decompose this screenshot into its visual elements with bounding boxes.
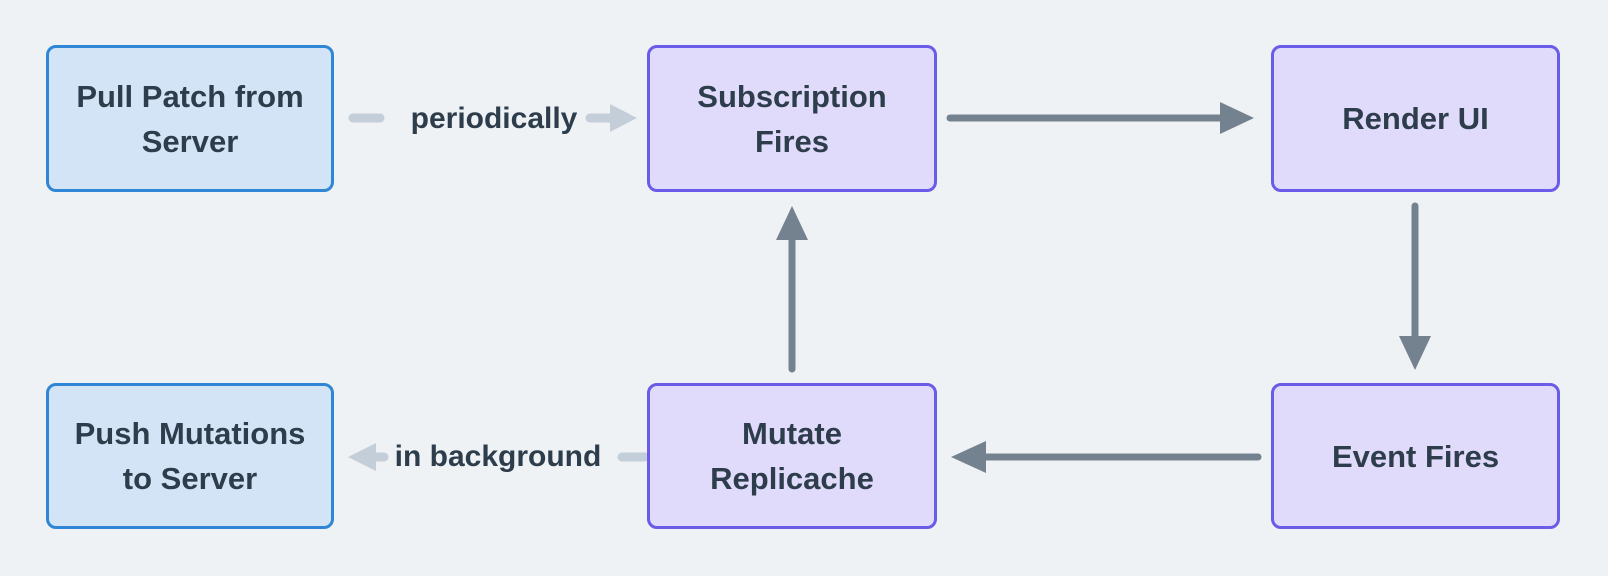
edge-subscription-to-render <box>946 102 1254 134</box>
edge-mutate-to-push <box>348 443 650 471</box>
edge-label-in-background: in background <box>394 440 602 473</box>
node-label: Event Fires <box>1331 438 1500 474</box>
arrowhead-right-icon <box>1220 102 1254 134</box>
node-push-mutations-to-server: Push Mutations to Server <box>46 383 334 529</box>
edge-render-to-event <box>1399 202 1431 370</box>
node-label: Render UI <box>1342 101 1489 136</box>
node-pull-patch-from-server: Pull Patch from Server <box>46 45 334 192</box>
arrowhead-left-icon <box>951 441 986 473</box>
node-label: Push Mutations to Server <box>74 416 306 496</box>
node-render-ui: Render UI <box>1271 45 1560 192</box>
node-subscription-fires: Subscription Fires <box>647 45 937 192</box>
node-label: Subscription Fires <box>697 78 887 159</box>
node-label: Pull Patch from Server <box>76 78 304 159</box>
node-event-fires: Event Fires <box>1271 383 1560 529</box>
arrowhead-down-icon <box>1399 336 1431 370</box>
edge-label-periodically: periodically <box>410 102 578 135</box>
arrowhead-right-icon <box>610 104 637 132</box>
edge-pull-to-subscription <box>348 104 637 132</box>
edge-mutate-to-subscription <box>776 206 808 373</box>
arrowhead-left-icon <box>348 443 376 471</box>
node-label: Mutate Replicache <box>710 416 874 496</box>
node-mutate-replicache: Mutate Replicache <box>647 383 937 529</box>
edge-event-to-mutate <box>951 441 1262 473</box>
arrowhead-up-icon <box>776 206 808 240</box>
